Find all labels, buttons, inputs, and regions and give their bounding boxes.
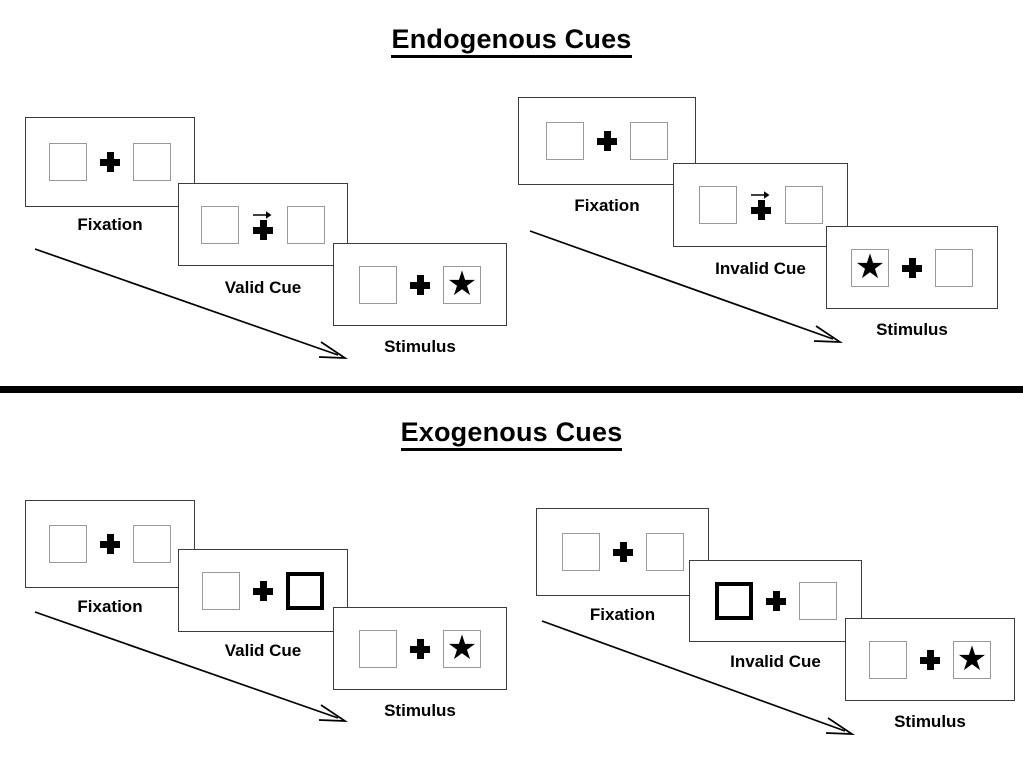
frame-caption: Stimulus bbox=[894, 712, 966, 731]
target-box-right: ★ bbox=[443, 264, 481, 304]
placeholder-box-left bbox=[359, 629, 397, 668]
frame-caption: Fixation bbox=[77, 597, 143, 616]
section-divider bbox=[0, 386, 1023, 393]
placeholder-box-right bbox=[133, 143, 171, 181]
time-flow-arrow bbox=[34, 611, 348, 722]
placeholder-box-right bbox=[784, 186, 823, 224]
fixation-cross-icon bbox=[410, 274, 430, 295]
frame-fixation bbox=[25, 117, 195, 207]
fixation-cross-icon bbox=[902, 257, 922, 278]
frame-fixation bbox=[536, 508, 709, 596]
placeholder-box-right bbox=[798, 582, 837, 620]
placeholder-box-left bbox=[202, 571, 240, 610]
frame-stimulus: ★ bbox=[845, 618, 1015, 701]
fixation-cross-icon bbox=[765, 591, 786, 611]
frame-cue bbox=[178, 183, 348, 266]
frame-cue bbox=[673, 163, 848, 247]
stimulus-row bbox=[546, 122, 668, 160]
frame-caption: Stimulus bbox=[384, 337, 456, 356]
placeholder-box-right bbox=[630, 122, 668, 160]
fixation-cross-icon bbox=[920, 649, 940, 670]
frame-stimulus: ★ bbox=[333, 243, 507, 326]
star-target-icon: ★ bbox=[854, 247, 886, 286]
placeholder-box-right bbox=[287, 205, 325, 244]
stimulus-row bbox=[698, 186, 823, 224]
frame-stimulus: ★ bbox=[333, 607, 507, 690]
fixation-cross-icon bbox=[597, 131, 617, 151]
placeholder-box-right bbox=[935, 248, 973, 287]
frame-caption: Fixation bbox=[77, 215, 143, 234]
stimulus-row bbox=[49, 525, 171, 563]
frame-caption: Fixation bbox=[589, 605, 656, 624]
stimulus-row bbox=[561, 533, 684, 571]
time-flow-arrow bbox=[34, 248, 348, 359]
stimulus-row bbox=[201, 205, 325, 244]
cue-center-stack bbox=[252, 210, 274, 240]
frame-caption: Invalid Cue bbox=[730, 652, 821, 671]
stimulus-row bbox=[714, 582, 837, 620]
frame-caption: Stimulus bbox=[876, 320, 948, 339]
fixation-cross-icon bbox=[100, 534, 120, 554]
cued-box-left bbox=[714, 582, 753, 620]
frame-caption: Invalid Cue bbox=[715, 259, 806, 278]
fixation-cross-icon bbox=[612, 542, 633, 562]
fixation-cross-icon bbox=[750, 200, 771, 220]
star-target-icon: ★ bbox=[446, 628, 478, 667]
placeholder-box-left bbox=[546, 122, 584, 160]
frame-caption: Fixation bbox=[574, 196, 640, 215]
placeholder-box-left bbox=[49, 525, 87, 563]
stimulus-row bbox=[49, 143, 171, 181]
frame-cue bbox=[178, 549, 348, 632]
placeholder-box-right bbox=[645, 533, 684, 571]
frame-cue bbox=[689, 560, 862, 642]
stimulus-row bbox=[202, 571, 324, 610]
fixation-cross-icon bbox=[100, 152, 120, 172]
section-title-exogenous-text: Exogenous Cues bbox=[400, 417, 623, 451]
placeholder-box-left bbox=[201, 205, 239, 244]
stimulus-row: ★ bbox=[869, 639, 991, 679]
stimulus-row: ★ bbox=[359, 628, 481, 668]
fixation-cross-icon bbox=[410, 638, 430, 659]
cue-center-stack bbox=[750, 190, 772, 220]
section-title-exogenous: Exogenous Cues bbox=[0, 417, 1023, 451]
placeholder-box-left bbox=[49, 143, 87, 181]
placeholder-box-left bbox=[698, 186, 737, 224]
fixation-cross-icon bbox=[253, 219, 273, 240]
frame-fixation bbox=[518, 97, 696, 185]
target-box-right: ★ bbox=[443, 628, 481, 668]
frame-fixation bbox=[25, 500, 195, 588]
frame-caption: Valid Cue bbox=[224, 641, 302, 660]
section-title-endogenous: Endogenous Cues bbox=[0, 24, 1023, 58]
target-box-left: ★ bbox=[851, 247, 889, 287]
target-box-right: ★ bbox=[953, 639, 991, 679]
time-flow-arrow bbox=[541, 620, 855, 735]
frame-stimulus: ★ bbox=[826, 226, 998, 309]
frame-caption: Valid Cue bbox=[224, 278, 302, 297]
section-title-endogenous-text: Endogenous Cues bbox=[391, 24, 632, 58]
star-target-icon: ★ bbox=[446, 264, 478, 303]
placeholder-box-right bbox=[133, 525, 171, 563]
cued-box-right bbox=[286, 571, 324, 610]
stimulus-row: ★ bbox=[359, 264, 481, 304]
placeholder-box-left bbox=[869, 640, 907, 679]
time-flow-arrow bbox=[529, 230, 843, 343]
placeholder-box-left bbox=[359, 265, 397, 304]
placeholder-box-left bbox=[561, 533, 600, 571]
frame-caption: Stimulus bbox=[384, 701, 456, 720]
arrow-right-icon bbox=[750, 191, 769, 199]
stimulus-row: ★ bbox=[851, 247, 973, 287]
star-target-icon: ★ bbox=[956, 639, 988, 678]
fixation-cross-icon bbox=[253, 580, 273, 601]
arrow-right-icon bbox=[253, 210, 272, 219]
